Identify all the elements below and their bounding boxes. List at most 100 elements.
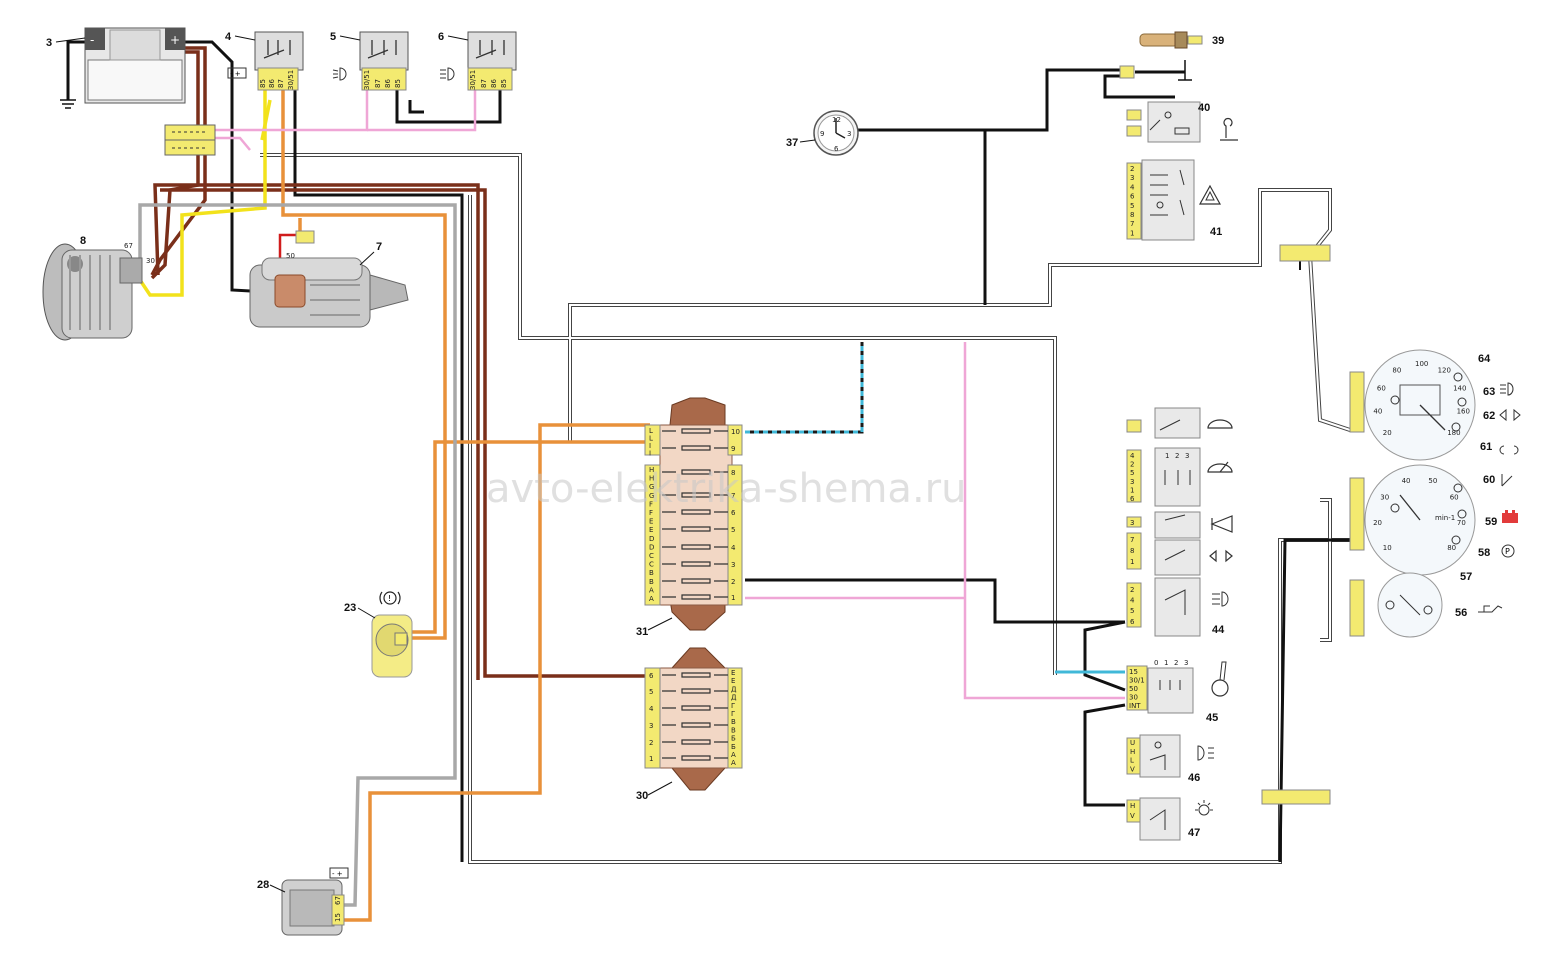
speedo-tick-1: 40 — [1373, 408, 1382, 416]
beam-pin-0: 2 — [1130, 586, 1134, 594]
key-icon — [1211, 661, 1229, 697]
high-beam-lamp-label: 63 — [1483, 386, 1495, 398]
relay5-pin-30-51: 30/51 — [363, 70, 371, 90]
oil-gauge: 56 — [1349, 572, 1503, 638]
light-pin-0: H — [1130, 802, 1135, 810]
svg-text:- +: - + — [332, 870, 343, 878]
ignition-pin-0: 15 — [1129, 668, 1138, 676]
fog-light-icon — [1197, 745, 1214, 761]
brake-sensor-label: 23 — [344, 602, 356, 614]
battery-symbol-icon: - + — [329, 867, 349, 879]
relay6-pin-87: 87 — [480, 79, 488, 88]
fuse31-right-pin-0: 10 — [731, 428, 740, 436]
tacho-tick-6: 70 — [1457, 519, 1466, 527]
wiper-pin-1: 2 — [1130, 461, 1134, 469]
fuse30-left-pin-1: 5 — [649, 688, 653, 696]
fuse30-fuse-2 — [662, 705, 728, 711]
hazard-pin-2: 4 — [1130, 183, 1135, 191]
relay5-pin-85: 85 — [394, 79, 402, 88]
horn-pin-0: 3 — [1130, 519, 1134, 527]
fuse31-left-pin-7: G — [649, 492, 654, 500]
speedo-tick-0: 20 — [1383, 429, 1392, 437]
fuse31-fuse-0 — [662, 428, 728, 434]
turn-pin-1: 8 — [1130, 547, 1134, 555]
horn-icon — [1210, 515, 1233, 533]
relay-5: 30/51 87 86 85 5 — [330, 31, 409, 91]
fog-pin-1: H — [1130, 748, 1135, 756]
tacho-tick-4: 50 — [1428, 477, 1437, 485]
relay6-label: 6 — [438, 31, 444, 43]
fuse31-left-pin-5: H — [649, 475, 654, 483]
fog-switch-label: 46 — [1188, 772, 1200, 784]
relay4-pin-86: 86 — [268, 79, 276, 88]
fuse30-right-pin-6: В — [731, 718, 736, 726]
speedo-tick-5: 120 — [1438, 367, 1451, 375]
clock-mark-9: 9 — [820, 130, 824, 138]
ignition-position-1: 1 — [1164, 659, 1168, 667]
fuse30-right-pin-5: Г — [731, 710, 735, 718]
fuse30-right-pin-0: Е — [731, 669, 735, 677]
fuse30-left-pin-2: 4 — [649, 705, 654, 713]
fuse-block-30-label: 30 — [636, 790, 648, 802]
fuse31-left-pin-18: A — [649, 586, 654, 594]
fuse31-right-pin-5: 5 — [731, 526, 735, 534]
fuse31-right-pin-7: 3 — [731, 561, 735, 569]
high-beam-icon — [440, 67, 455, 81]
fuse31-left-pin-1: L — [649, 435, 653, 443]
fusible-link-block — [164, 124, 216, 156]
fuse31-left-pin-2: I — [649, 442, 651, 450]
headlight-icon — [1212, 591, 1229, 607]
wiper-position-2: 2 — [1175, 452, 1179, 460]
voltage-regulator: 15 67 28 - + — [257, 867, 349, 936]
fuse31-fuse-8 — [662, 578, 728, 584]
clock-mark-6: 6 — [834, 145, 839, 153]
wiper-position-1: 1 — [1165, 452, 1169, 460]
relay6-pin-85: 85 — [500, 79, 508, 88]
hazard-pin-5: 8 — [1130, 211, 1134, 219]
side-lights-lamp-label: 61 — [1480, 441, 1492, 453]
light-switch-label: 47 — [1188, 827, 1200, 839]
fuse31-left-pin-6: G — [649, 483, 654, 491]
relay5-pin-86: 86 — [384, 79, 392, 88]
lighter-switch: 40 — [1126, 101, 1238, 143]
speedometer-label: 64 — [1478, 353, 1491, 365]
lighter-switch-label: 40 — [1198, 102, 1210, 114]
fuse-block-31-label: 31 — [636, 626, 648, 638]
alternator: 8 67 30 — [42, 235, 155, 341]
fuse31-right-pin-8: 2 — [731, 578, 735, 586]
fuse31-fuse-3 — [662, 492, 728, 498]
clock-mark-3: 3 — [847, 130, 851, 138]
fuse31-right-pin-6: 4 — [731, 544, 736, 552]
ignition-pin-4: INT — [1129, 702, 1141, 710]
tacho-tick-1: 20 — [1373, 519, 1382, 527]
turn-signal-icon — [1209, 549, 1233, 563]
tachometer-label: 57 — [1460, 571, 1472, 583]
light-pin-1: V — [1130, 812, 1135, 820]
parking-brake-lamp-label: 58 — [1478, 547, 1490, 559]
fuse30-left-pin-3: 3 — [649, 722, 653, 730]
brake-fluid-sensor: 23 ! — [344, 591, 413, 678]
relay4-label: 4 — [225, 31, 232, 43]
fog-pin-3: V — [1130, 765, 1135, 773]
hazard-pin-3: 6 — [1130, 193, 1135, 201]
battery: - + 3 — [46, 27, 186, 109]
speedo-tick-8: 180 — [1447, 429, 1460, 437]
fuse30-fuse-1 — [662, 688, 728, 694]
choke-lamp-label: 60 — [1483, 474, 1495, 486]
fuse31-fuse-9 — [662, 594, 728, 600]
tacho-tick-5: 60 — [1450, 493, 1459, 501]
fog-pin-0: U — [1130, 739, 1135, 747]
lighter-label: 39 — [1212, 35, 1224, 47]
washer-icon — [1207, 419, 1233, 429]
hazard-pin-1: 3 — [1130, 174, 1134, 182]
fuse31-left-pin-10: E — [649, 518, 653, 526]
lighter-icon — [1220, 118, 1238, 141]
fuse31-left-pin-16: B — [649, 569, 654, 577]
fuse30-fuse-3 — [662, 722, 728, 728]
starter-pin-50: 50 — [286, 252, 295, 260]
regulator-pin-67: 67 — [334, 896, 342, 905]
high-beam-lamp-icon — [1500, 382, 1514, 396]
clock-label: 37 — [786, 137, 798, 149]
